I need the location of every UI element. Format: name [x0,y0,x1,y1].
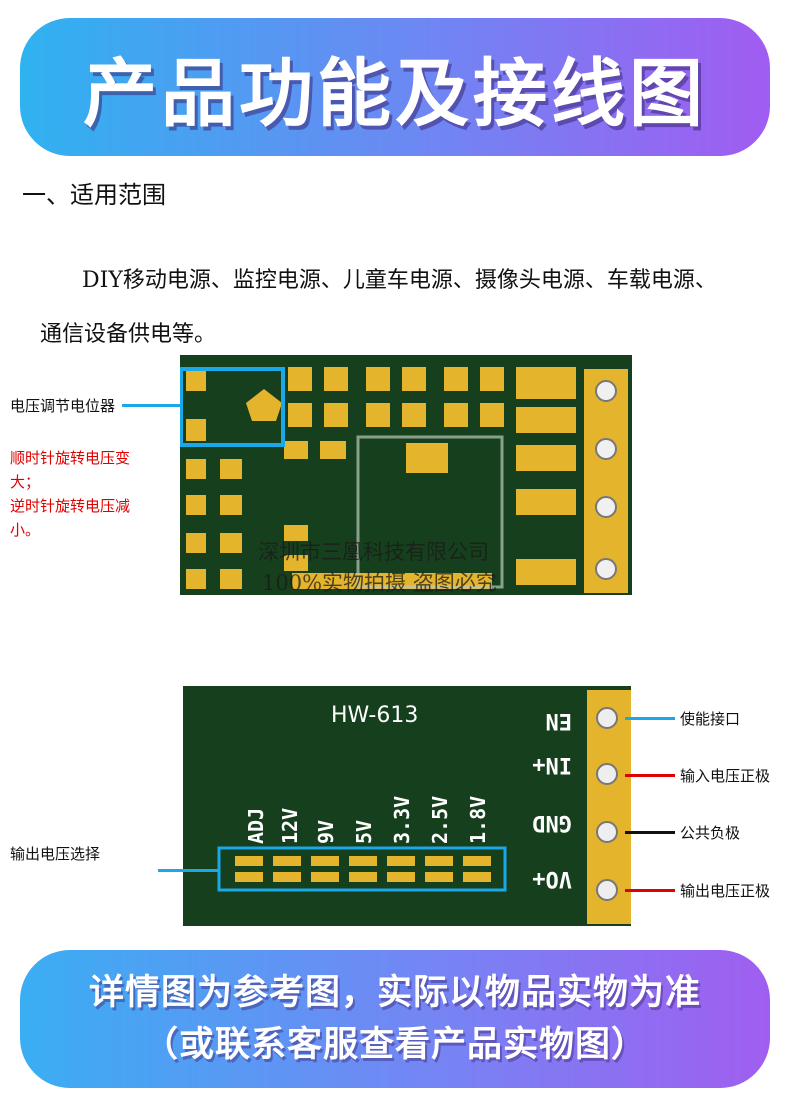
bottom-banner: 详情图为参考图，实际以物品实物为准 （或联系客服查看产品实物图） [20,950,770,1088]
disclaimer-line-2: （或联系客服查看产品实物图） [142,1025,647,1065]
voltage-label-2v5: 2.5V [428,796,452,844]
watermark-line-1: 深圳市三凰科技有限公司 [258,540,489,564]
cw-instruction: 顺时针旋转电压变 大； [10,446,130,494]
pin-label-vo: VO+ [532,866,572,891]
pin-label-gnd: GND [532,810,572,835]
inductor-outline [356,435,504,589]
vo-pointer-line [625,889,675,892]
label-output-positive: 输出电压正极 [680,882,771,900]
page-title: 产品功能及接线图 [83,50,707,137]
label-input-positive: 输入电压正极 [680,767,771,785]
pot-pointer-line [122,404,182,407]
voltage-label-9v: 9V [314,820,338,844]
pcb-pin-column-bottom [587,690,631,924]
label-output-select: 输出电压选择 [10,845,101,863]
pot-label: 电压调节电位器 [10,397,116,415]
voltage-label-5v: 5V [352,820,376,844]
in-pointer-line [625,774,675,777]
potentiometer [246,389,282,421]
pcb-board-bottom [183,686,631,926]
label-common-ground: 公共负极 [680,824,741,842]
voltage-label-12v: 12V [278,808,302,844]
cw-line-2: 大； [10,473,41,491]
ccw-line-2: 小。 [10,521,41,539]
pcb-top-photo [180,355,632,595]
section-heading: 一、适用范围 [22,181,166,209]
voltage-label-1v8: 1.8V [466,796,490,844]
pin-label-in: IN+ [532,752,572,777]
body-text-line-2: 通信设备供电等。 [40,322,217,347]
voltage-select-pads [235,856,491,882]
label-enable: 使能接口 [680,710,741,728]
voltage-label-3v3: 3.3V [390,796,414,844]
ccw-line-1: 逆时针旋转电压减 [10,497,131,515]
model-label: HW-613 [331,703,418,728]
pcb-bottom-photo: HW-613 EN IN+ GND VO+ ADJ 12V 9V 5V 3.3V… [183,686,631,926]
en-pointer-line [625,717,675,720]
pot-highlight [180,367,285,447]
cw-line-1: 顺时针旋转电压变 [10,449,131,467]
disclaimer-line-1: 详情图为参考图，实际以物品实物为准 [88,973,701,1013]
voltage-label-adj: ADJ [244,808,268,844]
pcb-pin-column [584,369,628,593]
pin-label-en: EN [546,708,573,733]
body-text-line-1: DIY移动电源、监控电源、儿童车电源、摄像头电源、车载电源、 [82,268,717,293]
watermark-line-2: 100%实物拍摄 盗图必究 [262,571,497,595]
gnd-pointer-line [625,831,675,834]
top-banner: 产品功能及接线图 [20,18,770,156]
select-pointer-line [158,869,220,872]
pcb-pad-row [186,367,576,589]
ccw-instruction: 逆时针旋转电压减 小。 [10,494,130,542]
